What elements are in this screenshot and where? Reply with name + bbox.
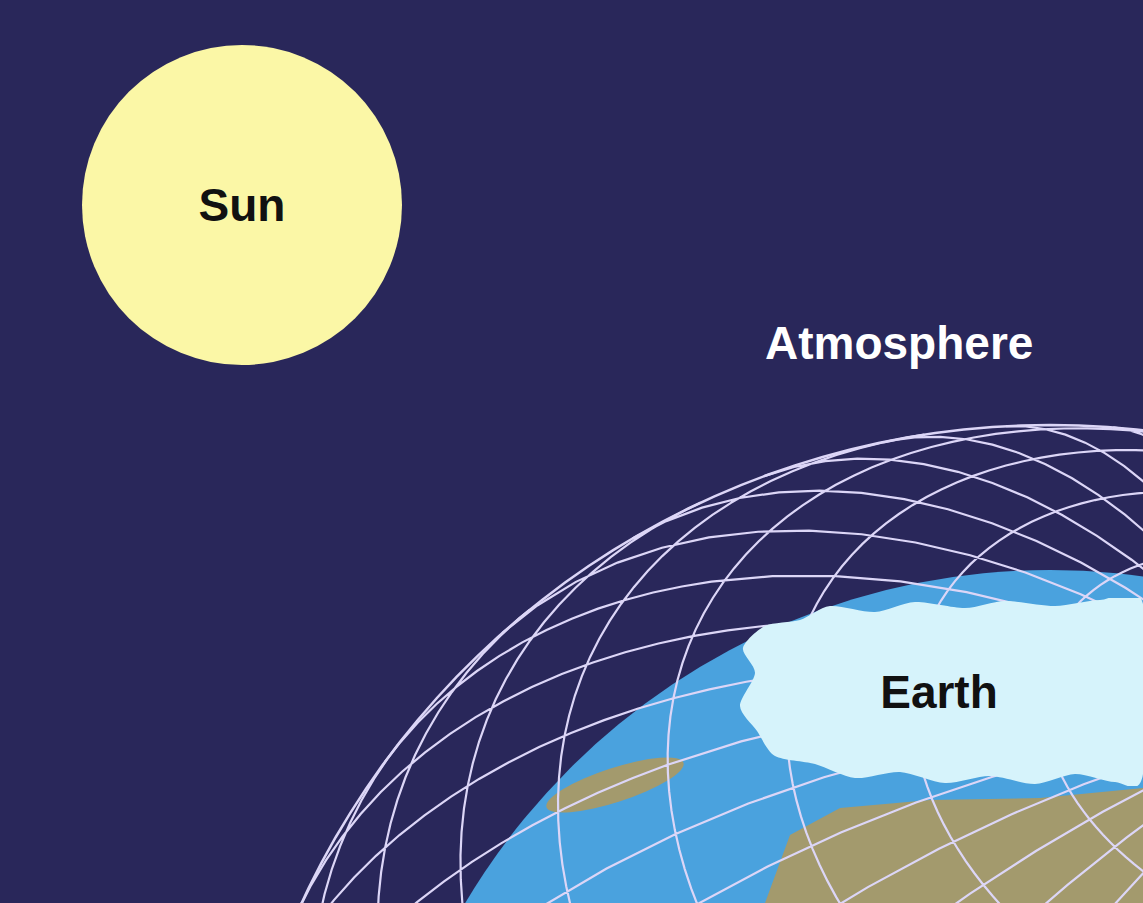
sun-disc xyxy=(82,45,402,365)
earth-cloud: Earth xyxy=(735,598,1143,786)
land-mass xyxy=(765,788,1143,903)
sun-circle: Sun xyxy=(82,45,402,365)
atmosphere-label: Atmosphere xyxy=(765,318,1033,369)
node-label: Sun xyxy=(199,180,286,231)
node-label: Earth xyxy=(880,667,998,718)
atmosphere-outline xyxy=(225,425,1143,903)
atmosphere-grid xyxy=(225,425,1143,903)
grid-lines xyxy=(225,426,1143,903)
cloud-shape xyxy=(740,598,1143,786)
